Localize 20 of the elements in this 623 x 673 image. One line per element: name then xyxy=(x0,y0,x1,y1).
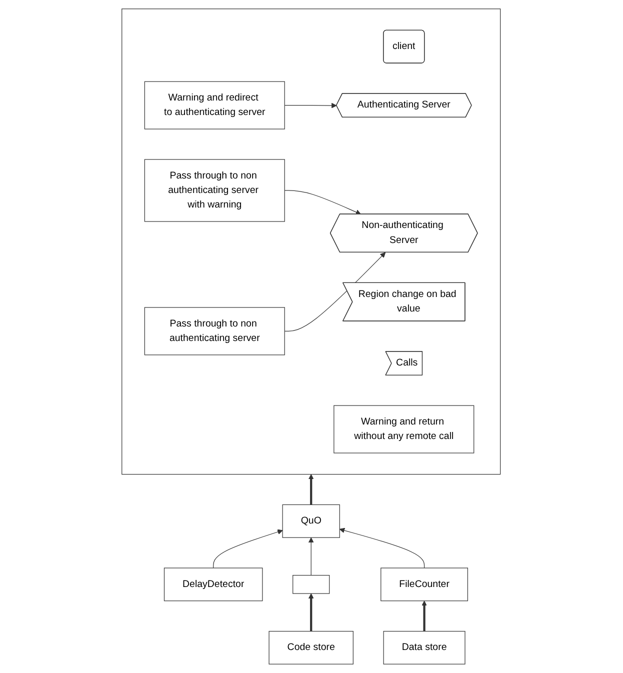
arrow xyxy=(213,529,284,568)
node-box: DelayDetector xyxy=(164,568,264,602)
arrow xyxy=(308,537,314,576)
node-box: Data store xyxy=(384,630,466,664)
node-box: Pass through to non authenticating server xyxy=(144,307,286,356)
node-box xyxy=(292,574,330,594)
arrow xyxy=(340,528,425,568)
arrow xyxy=(422,600,428,632)
node-box: Warning and return without any remote call xyxy=(334,405,475,454)
node-box: Pass through to non authenticating server with warning xyxy=(144,159,286,222)
arrow xyxy=(308,474,314,505)
arrow xyxy=(284,102,338,108)
node-box: QuO xyxy=(282,504,340,538)
arrow xyxy=(284,190,362,215)
node-box: Code store xyxy=(269,630,354,664)
node-box: FileCounter xyxy=(380,568,468,602)
cluster xyxy=(122,8,502,475)
arrow xyxy=(284,252,386,332)
arrow xyxy=(308,593,314,632)
node-box: Warning and redirect to authenticating server xyxy=(144,81,286,130)
